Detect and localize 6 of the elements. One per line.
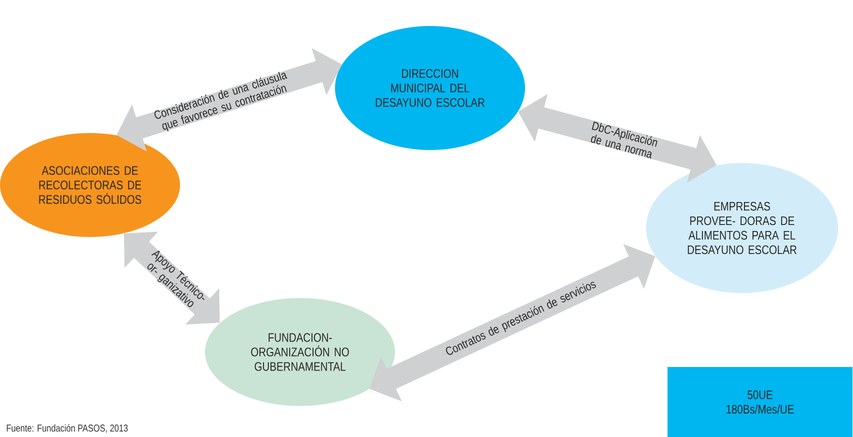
ellipse-node: ASOCIACIONES DE RECOLECTORAS DE RESIDUOS SÓLIDOS	[0, 133, 180, 237]
ellipse-node: FUNDACION- ORGANIZACIÓN NO GUBERNAMENTAL	[205, 298, 395, 406]
source-note: Fuente: Fundación PASOS, 2013	[6, 424, 128, 433]
value-box: 50UE 180Bs/Mes/UE	[668, 367, 852, 437]
ellipse-node: DIRECCION MUNICIPAL DEL DESAYUNO ESCOLAR	[335, 26, 525, 150]
ellipse-node: EMPRESAS PROVEE- DORAS DE ALIMENTOS PARA EL DESAYUNO ESCOLAR	[646, 163, 838, 293]
